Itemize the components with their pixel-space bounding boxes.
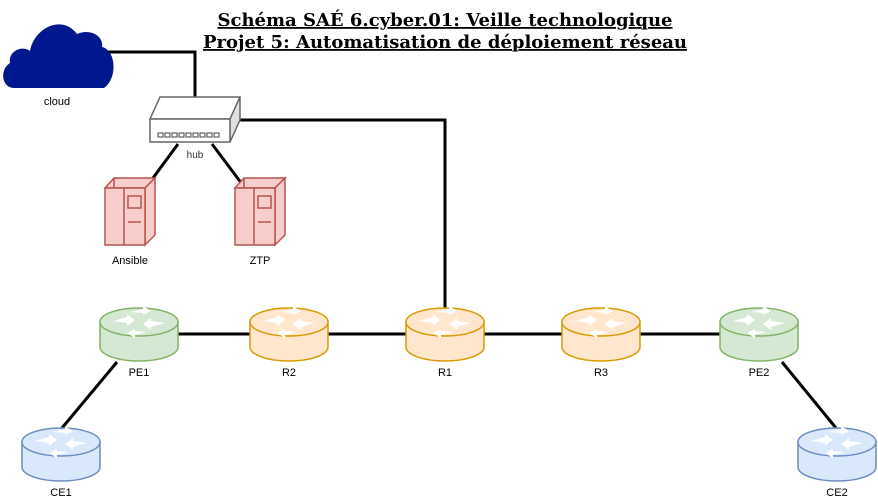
link-pe1-ce1 bbox=[60, 361, 119, 429]
r2-label: R2 bbox=[282, 367, 296, 379]
router-icon bbox=[99, 306, 179, 362]
router-icon bbox=[719, 306, 799, 362]
diagram-title-line-2: Projet 5: Automatisation de déploiement … bbox=[203, 32, 687, 53]
link-hub-ansible bbox=[151, 143, 180, 179]
pe1-label: PE1 bbox=[129, 367, 150, 379]
hub-label: hub bbox=[187, 150, 204, 161]
router-icon bbox=[797, 426, 877, 482]
ce2-node: CE2 bbox=[797, 426, 877, 499]
cloud-node: cloud bbox=[3, 24, 114, 108]
network-hub-icon bbox=[148, 96, 242, 143]
r3-node: R3 bbox=[561, 306, 641, 379]
ztp-node: ZTP bbox=[233, 176, 287, 267]
ce1-node: CE1 bbox=[21, 426, 101, 499]
r2-node: R2 bbox=[249, 306, 329, 379]
link-pe2-ce2 bbox=[780, 361, 838, 429]
router-icon bbox=[561, 306, 641, 362]
links bbox=[60, 50, 838, 429]
router-icon bbox=[405, 306, 485, 362]
router-icon bbox=[249, 306, 329, 362]
cloud-icon bbox=[3, 24, 114, 88]
router-icon bbox=[21, 426, 101, 482]
ztp-label: ZTP bbox=[250, 255, 271, 267]
ansible-label: Ansible bbox=[112, 255, 148, 267]
r1-label: R1 bbox=[438, 367, 452, 379]
ansible-node: Ansible bbox=[103, 176, 157, 267]
cloud-label: cloud bbox=[44, 96, 70, 108]
server-icon bbox=[233, 176, 287, 247]
server-icon bbox=[103, 176, 157, 247]
pe1-node: PE1 bbox=[99, 306, 179, 379]
ce1-label: CE1 bbox=[50, 487, 71, 499]
ce2-label: CE2 bbox=[826, 487, 847, 499]
r1-node: R1 bbox=[405, 306, 485, 379]
r3-label: R3 bbox=[594, 367, 608, 379]
link-cloud-hub bbox=[104, 50, 197, 97]
link-hub-r1 bbox=[240, 118, 447, 308]
pe2-label: PE2 bbox=[749, 367, 770, 379]
pe2-node: PE2 bbox=[719, 306, 799, 379]
hub-node: hub bbox=[148, 96, 242, 161]
diagram-title-line-1: Schéma SAÉ 6.cyber.01: Veille technologi… bbox=[217, 8, 672, 31]
link-hub-ztp bbox=[210, 143, 244, 185]
